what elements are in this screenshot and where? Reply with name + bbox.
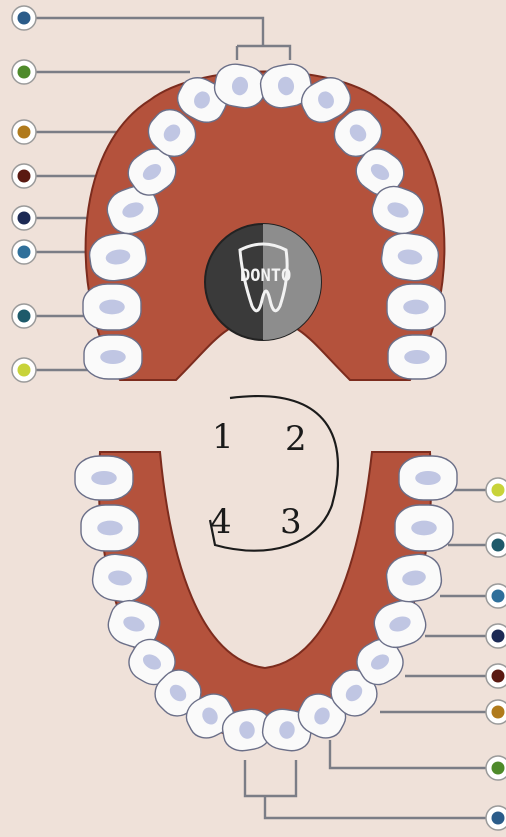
marker-lateral-incisor	[18, 66, 31, 79]
upper-tooth-groove	[404, 350, 430, 364]
lower-tooth	[395, 505, 453, 551]
quadrant-label-1: 1	[212, 420, 234, 454]
lower-tooth	[399, 456, 457, 500]
leader-line	[330, 740, 498, 768]
lower-tooth-groove	[91, 471, 117, 485]
leader-line	[265, 796, 498, 818]
marker-central-incisor	[492, 812, 505, 825]
leader-line	[24, 18, 263, 46]
marker-third-molar	[492, 484, 505, 497]
lower-tooth-groove	[415, 471, 441, 485]
marker-first-molar	[18, 246, 31, 259]
lower-tooth-groove	[411, 521, 437, 536]
quadrant-label-2: 2	[285, 422, 307, 456]
leader-line	[245, 760, 296, 796]
quadrant-label-4: 4	[210, 505, 232, 539]
leader-line	[237, 46, 290, 60]
marker-second-molar	[492, 539, 505, 552]
upper-tooth	[83, 284, 141, 330]
quadrant-label-3: 3	[280, 505, 302, 539]
marker-canine	[492, 706, 505, 719]
logo: DONTO	[205, 224, 321, 340]
marker-canine	[18, 126, 31, 139]
upper-tooth-groove	[99, 300, 125, 315]
marker-second-premolar	[18, 212, 31, 225]
lower-gum	[99, 452, 431, 742]
lower-tooth-groove	[97, 521, 123, 536]
marker-second-molar	[18, 310, 31, 323]
marker-central-incisor	[18, 12, 31, 25]
marker-lateral-incisor	[492, 762, 505, 775]
marker-third-molar	[18, 364, 31, 377]
logo-text: DONTO	[240, 266, 291, 286]
upper-tooth-groove	[100, 350, 126, 364]
marker-first-molar	[492, 590, 505, 603]
marker-first-premolar	[492, 670, 505, 683]
marker-second-premolar	[492, 630, 505, 643]
marker-first-premolar	[18, 170, 31, 183]
lower-tooth	[75, 456, 133, 500]
lower-tooth	[81, 505, 139, 551]
upper-tooth	[84, 335, 142, 379]
upper-tooth	[388, 335, 446, 379]
upper-tooth	[387, 284, 445, 330]
upper-tooth-groove	[403, 300, 429, 315]
